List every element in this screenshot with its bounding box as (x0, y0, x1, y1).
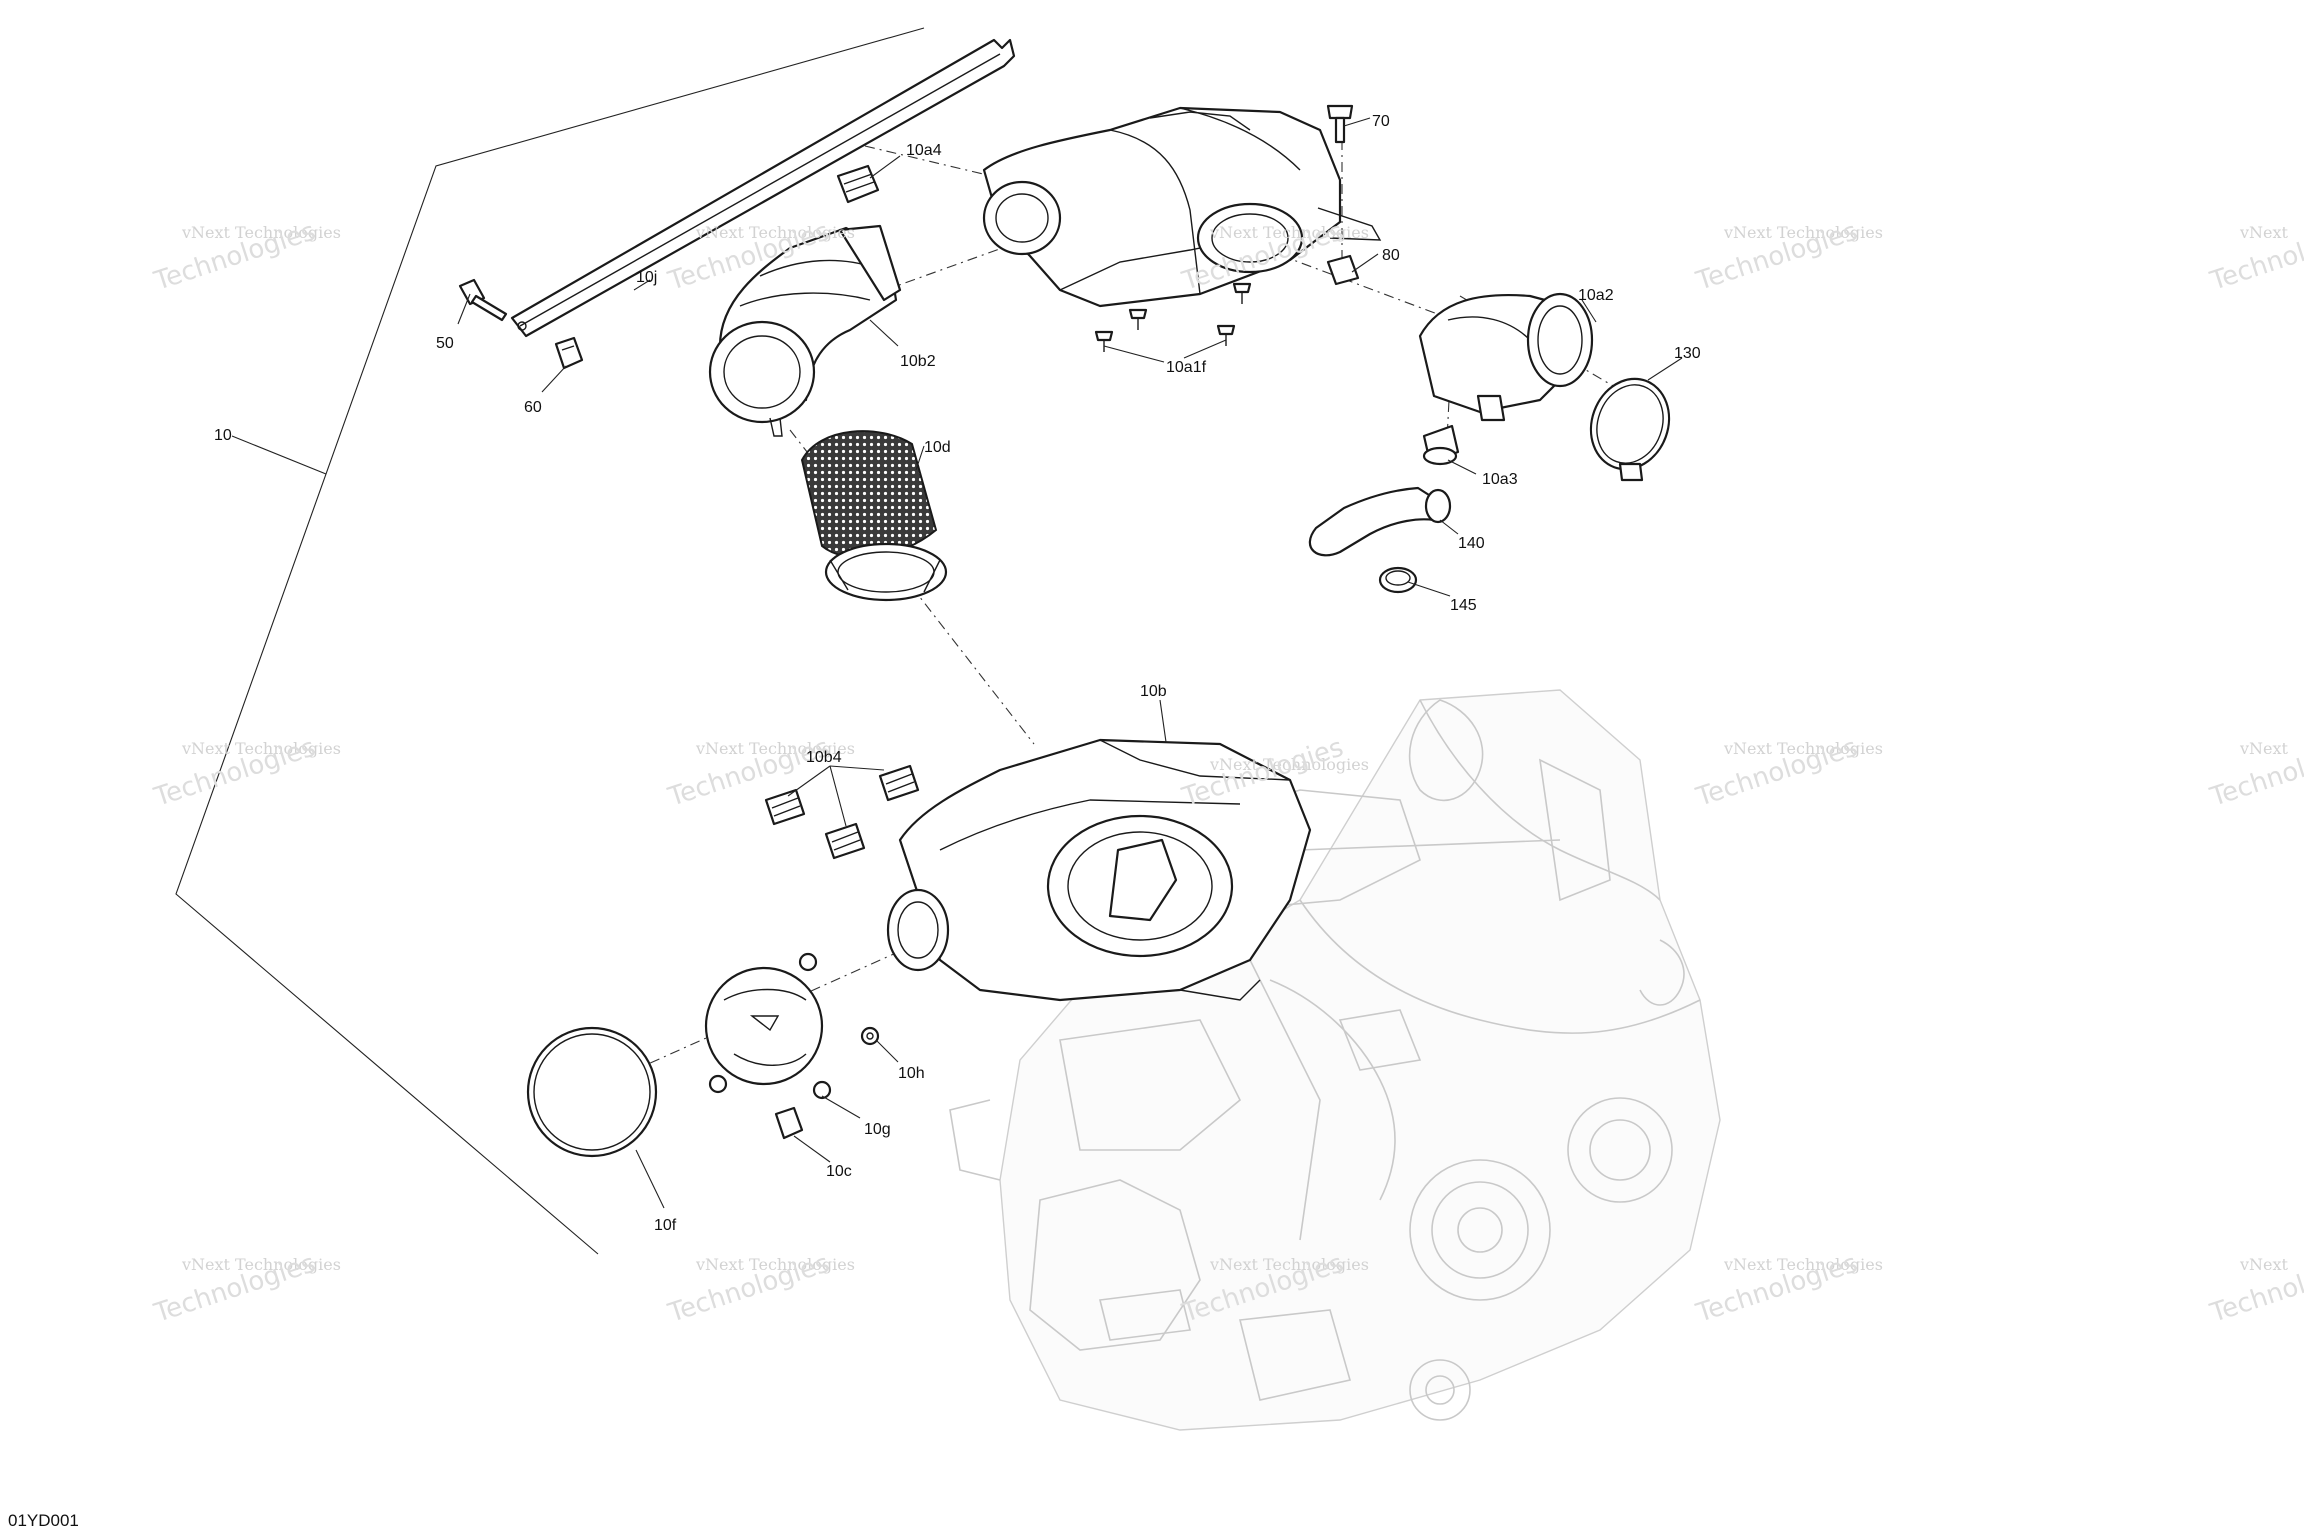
callout-10f: 10f (654, 1217, 677, 1234)
watermark-text: vNext (2239, 1255, 2289, 1274)
air-box-upper (982, 106, 1382, 308)
bolt-50 (458, 278, 508, 322)
grommets-10b4 (764, 764, 920, 860)
callout-10: 10 (214, 427, 232, 444)
callout-145: 145 (1450, 597, 1477, 614)
callout-10d: 10d (924, 439, 951, 456)
leader-lines (457, 117, 1683, 1209)
watermark-text: vNext Technologies (181, 739, 341, 758)
nut-10h (860, 1026, 880, 1046)
callout-10g: 10g (864, 1121, 891, 1138)
callout-140: 140 (1458, 535, 1485, 552)
watermark-text: vNext Technologies (1209, 1255, 1369, 1274)
callout-10b4: 10b4 (806, 749, 842, 766)
callout-80: 80 (1382, 247, 1400, 264)
watermark-text: vNext Technologies (695, 739, 855, 758)
watermark-text: vNext Technologies (1209, 223, 1369, 242)
watermark-text: vNext Technologies (1723, 1255, 1883, 1274)
callout-10b2: 10b2 (900, 353, 936, 370)
outlet-10a2 (1418, 292, 1594, 422)
callout-10c: 10c (826, 1163, 852, 1180)
watermark-text: vNext (2239, 739, 2289, 758)
hose-10b2 (708, 224, 902, 437)
watermark-text: vNext Technologies (181, 1255, 341, 1274)
bolt-70 (1326, 104, 1354, 144)
watermark-text: vNext Technologies (695, 1255, 855, 1274)
clip-80 (1326, 254, 1360, 286)
strap-10j (510, 38, 1016, 338)
fitting-10a3 (1422, 424, 1460, 466)
seal-ring-10f (526, 1026, 658, 1158)
watermark-text: vNext Technologies (181, 223, 341, 242)
cover-10g (704, 952, 832, 1100)
callout-10a1f: 10a1f (1166, 359, 1207, 376)
diagram-code: 01YD001 (8, 1511, 79, 1530)
watermark-text: vNext Technologies (1723, 223, 1883, 242)
clamp-130 (1589, 377, 1671, 482)
callout-130: 130 (1674, 345, 1701, 362)
watermark-text: vNext (2239, 223, 2289, 242)
filter-10d (800, 430, 948, 602)
assembly-bracket (175, 27, 925, 1255)
air-box-lower-10b (886, 738, 1312, 1002)
callout-10j: 10j (636, 269, 657, 286)
watermark-text: vNext Technologies (695, 223, 855, 242)
callout-50: 50 (436, 335, 454, 352)
clip-10c (774, 1106, 804, 1140)
callout-labels: 10 10j 50 60 10a4 10b2 10d 70 80 10a1f 1… (214, 113, 1701, 1234)
callout-70: 70 (1372, 113, 1390, 130)
callout-10a4: 10a4 (906, 142, 942, 159)
watermark-text: vNext Technologies (1209, 755, 1369, 774)
clamp-145 (1378, 566, 1418, 594)
clip-60 (554, 336, 584, 370)
callout-10h: 10h (898, 1065, 925, 1082)
watermark-text: vNext Technologies (1723, 739, 1883, 758)
grommet-10a4 (836, 164, 880, 204)
callout-10b: 10b (1140, 683, 1167, 700)
hose-140 (1308, 486, 1452, 557)
callout-10a3: 10a3 (1482, 471, 1518, 488)
callout-10a2: 10a2 (1578, 287, 1614, 304)
callout-60: 60 (524, 399, 542, 416)
engine-ghost (949, 689, 1721, 1431)
